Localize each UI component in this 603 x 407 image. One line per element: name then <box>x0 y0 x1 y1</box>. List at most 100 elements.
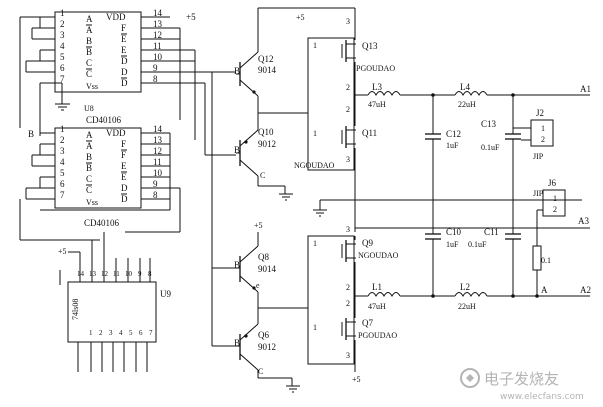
ic-u8-label: D <box>121 56 128 66</box>
c11-value: 0.1uF <box>468 240 487 249</box>
ic-u8-label: Vss <box>86 82 98 91</box>
u9-pin: 14 <box>77 270 85 278</box>
inductor-l2 <box>454 292 488 298</box>
resistor-value: 0.1 <box>541 256 551 265</box>
q10-ref: Q10 <box>258 127 274 137</box>
base-label: B <box>234 338 240 348</box>
ic-u8-label: B <box>86 47 92 57</box>
l2-value: 22uH <box>458 302 476 311</box>
ic-u8-label: C <box>86 58 92 68</box>
output-a: A <box>541 285 548 295</box>
ic-lower-label: VDD <box>106 128 126 138</box>
ic-u8-label: E <box>121 45 127 55</box>
j2-type: JIP <box>533 152 544 161</box>
collector-label: C <box>258 367 263 376</box>
resistor-shunt <box>532 245 542 271</box>
q6-part: 9012 <box>258 342 276 352</box>
base-label: B <box>234 66 240 76</box>
ic-lower-pin: 2 <box>60 135 65 145</box>
ic-u8-pin: 10 <box>153 52 163 62</box>
q12-ref: Q12 <box>258 54 274 64</box>
u9-pin: 3 <box>109 329 113 337</box>
transistor-q8: B Q8 9014 e <box>234 245 277 293</box>
ic-lower-pin: 13 <box>153 135 163 145</box>
collector-label: C <box>260 171 265 180</box>
ic-u8-label: B <box>86 36 92 46</box>
ic-lower-pin: 9 <box>153 179 158 189</box>
inductor-l4 <box>454 91 488 97</box>
ic-lower-label: D <box>121 194 128 204</box>
u9-pin: 10 <box>125 270 133 278</box>
watermark-brand: 电子发烧友 <box>484 370 559 388</box>
q9-ref: Q9 <box>362 238 373 248</box>
ic-u8: 1 2 3 4 5 6 7 A A B B C C Vss VDD F E E … <box>40 8 212 125</box>
ic-u8-pin: 6 <box>60 63 65 73</box>
l3-value: 47uH <box>368 100 386 109</box>
ic-u8-pin: 7 <box>60 74 65 84</box>
j6-pin1: 1 <box>553 194 557 203</box>
mosfet-pin: 2 <box>346 105 350 114</box>
u9-pin: 9 <box>138 270 142 278</box>
q7-part: PGOUDAO <box>358 331 397 340</box>
mosfet-q9: Q9 NGOUDAO <box>341 238 399 262</box>
l4-value: 22uH <box>458 100 476 109</box>
ic-u8-body <box>54 11 142 93</box>
output-a3: A3 <box>578 216 589 226</box>
transistor-q10: B Q10 9012 C <box>234 127 276 180</box>
filter-lower: L1 47uH L2 22uH A A2 C10 1uF C11 0.1uF J… <box>355 178 591 311</box>
q11-ref: Q11 <box>362 128 377 138</box>
q7-ref: Q7 <box>362 318 373 328</box>
elecfans-logo-icon <box>460 368 480 388</box>
q12-part: 9014 <box>258 65 277 75</box>
ic-u8-label: F <box>121 23 126 33</box>
filter-upper: L3 47uH L4 22uH A1 C12 1uF C13 0.1uF J2 … <box>355 82 591 200</box>
u9-pin: 5 <box>129 329 133 337</box>
supply-label: +5 <box>352 375 361 384</box>
mosfet-pin: 1 <box>313 323 317 332</box>
mosfet-q13: Q13 PGOUDAO <box>341 40 395 73</box>
transistor-q6: B Q6 9012 C <box>234 323 276 376</box>
l4-ref: L4 <box>460 82 470 92</box>
mosfet-upper-frame <box>307 37 355 171</box>
supply-label: +5 <box>296 13 305 22</box>
j6-pin2: 2 <box>553 205 557 214</box>
ic-cd40106-lower: 1 2 3 4 5 6 7 A A B B C C Vss VDD F F E … <box>19 124 181 241</box>
mosfet-lower-frame <box>307 235 355 365</box>
ic-u8-links <box>19 16 41 136</box>
mosfet-pin: 1 <box>313 129 317 138</box>
l1-ref: L1 <box>372 282 382 292</box>
ic-lower-label: B <box>86 163 92 173</box>
u9-pin: 12 <box>101 270 109 278</box>
connector-j2 <box>530 119 554 147</box>
ic-lower-label: F <box>121 139 126 149</box>
q8-part: 9014 <box>258 264 277 274</box>
supply-label: +5 <box>186 12 196 22</box>
emitter-label: e <box>256 281 260 290</box>
mosfet-pin: 2 <box>346 299 350 308</box>
c10-ref: C10 <box>446 227 462 237</box>
ic-u8-label: E <box>121 34 127 44</box>
u9-pin: 11 <box>113 270 120 278</box>
output-a1: A1 <box>580 84 591 94</box>
ic-u8-label: A <box>86 25 93 35</box>
u9-pin: 1 <box>89 329 93 337</box>
q10-part: 9012 <box>258 139 276 149</box>
ic-lower-label: E <box>121 172 127 182</box>
ic-lower-label: E <box>121 161 127 171</box>
ic-lower-pin: 8 <box>153 190 158 200</box>
j6-type: JIP <box>533 189 544 198</box>
c13-value: 0.1uF <box>481 143 500 152</box>
q11-part: NGOUDAO <box>294 161 335 170</box>
ic-lower-pin: 10 <box>153 168 163 178</box>
ic-u8-pin: 4 <box>60 41 65 51</box>
c10-value: 1uF <box>446 240 459 249</box>
ic-lower-pin: 3 <box>60 146 65 156</box>
ic-lower-pin: 14 <box>153 124 163 134</box>
ic-u8-pin: 13 <box>153 19 163 29</box>
connector-j6 <box>542 189 566 217</box>
ic-lower-pin: 11 <box>153 157 162 167</box>
mosfet-stage: 1 1 3 2 2 3 Q13 PGOUDAO Q11 NGOUDAO 1 <box>294 8 582 384</box>
mosfet-pin: 1 <box>313 41 317 50</box>
q13-part: PGOUDAO <box>356 64 395 73</box>
